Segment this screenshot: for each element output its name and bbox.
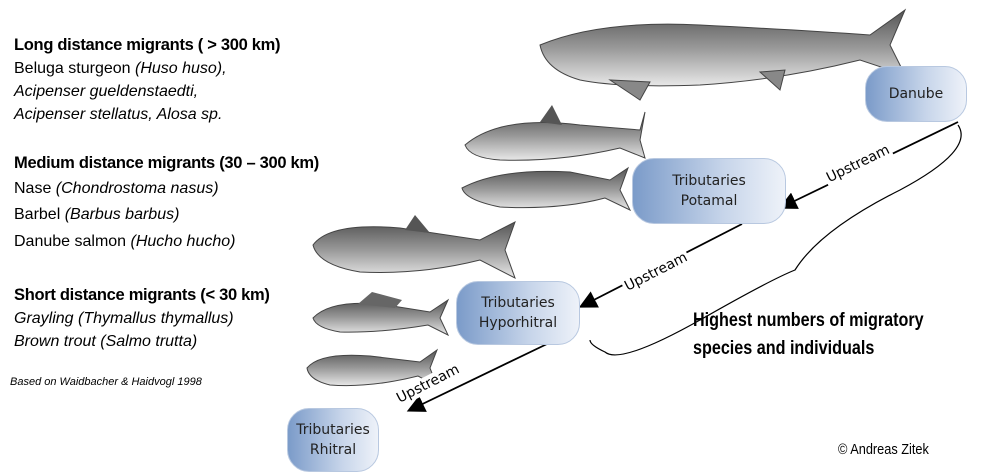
box-label: Hyporhitral bbox=[478, 315, 558, 331]
highlight-note-line1: Highest numbers of migratory bbox=[693, 310, 924, 331]
nase-illustration bbox=[461, 166, 632, 212]
box-label: Potamal bbox=[680, 193, 738, 209]
common-name: Beluga sturgeon bbox=[14, 60, 135, 77]
barbel-illustration bbox=[464, 105, 646, 161]
box-label: Rhitral bbox=[309, 442, 357, 458]
latin-name: Acipenser gueldenstaedti, bbox=[14, 83, 199, 100]
latin-name: Acipenser stellatus, Alosa sp. bbox=[14, 106, 223, 123]
curly-brace bbox=[589, 124, 962, 356]
short-distance-heading: Short distance migrants (< 30 km) bbox=[14, 286, 270, 304]
box-danube: Danube bbox=[865, 66, 967, 122]
species-line: Grayling (Thymallus thymallus) bbox=[14, 310, 234, 328]
species-line: Barbel (Barbus barbus) bbox=[14, 206, 179, 224]
species-line: Brown trout (Salmo trutta) bbox=[14, 333, 197, 351]
highlight-note-line2: species and individuals bbox=[693, 338, 875, 359]
box-label: Danube bbox=[888, 86, 944, 102]
copyright: © Andreas Zitek bbox=[838, 441, 929, 458]
sturgeon-illustration bbox=[539, 8, 907, 101]
box-label: Tributaries bbox=[672, 173, 746, 189]
latin-name: Grayling (Thymallus thymallus) bbox=[14, 310, 234, 327]
latin-name: (Hucho hucho) bbox=[130, 233, 236, 250]
latin-name: (Chondrostoma nasus) bbox=[55, 180, 219, 197]
species-line: Acipenser gueldenstaedti, bbox=[14, 83, 198, 101]
latin-name: Brown trout (Salmo trutta) bbox=[14, 333, 198, 350]
citation: Based on Waidbacher & Haidvogl 1998 bbox=[10, 376, 202, 388]
common-name: Danube salmon bbox=[14, 233, 131, 250]
latin-name: (Huso huso), bbox=[134, 60, 227, 77]
species-line: Beluga sturgeon (Huso huso), bbox=[14, 60, 227, 78]
latin-name: (Barbus barbus) bbox=[64, 206, 180, 223]
brown-trout-illustration bbox=[306, 348, 439, 388]
species-line: Acipenser stellatus, Alosa sp. bbox=[14, 106, 222, 124]
box-label: Tributaries bbox=[481, 295, 555, 311]
grayling-illustration bbox=[312, 292, 450, 337]
danube-salmon-illustration bbox=[312, 215, 516, 280]
species-line: Nase (Chondrostoma nasus) bbox=[14, 180, 219, 198]
arrow-hyporhitral-to-rhitral bbox=[406, 343, 548, 412]
common-name: Nase bbox=[14, 180, 56, 197]
long-distance-heading: Long distance migrants ( > 300 km) bbox=[14, 36, 281, 54]
species-line: Danube salmon (Hucho hucho) bbox=[14, 233, 235, 251]
box-label: Tributaries bbox=[296, 422, 370, 438]
medium-distance-heading: Medium distance migrants (30 – 300 km) bbox=[14, 154, 319, 172]
common-name: Barbel bbox=[14, 206, 65, 223]
